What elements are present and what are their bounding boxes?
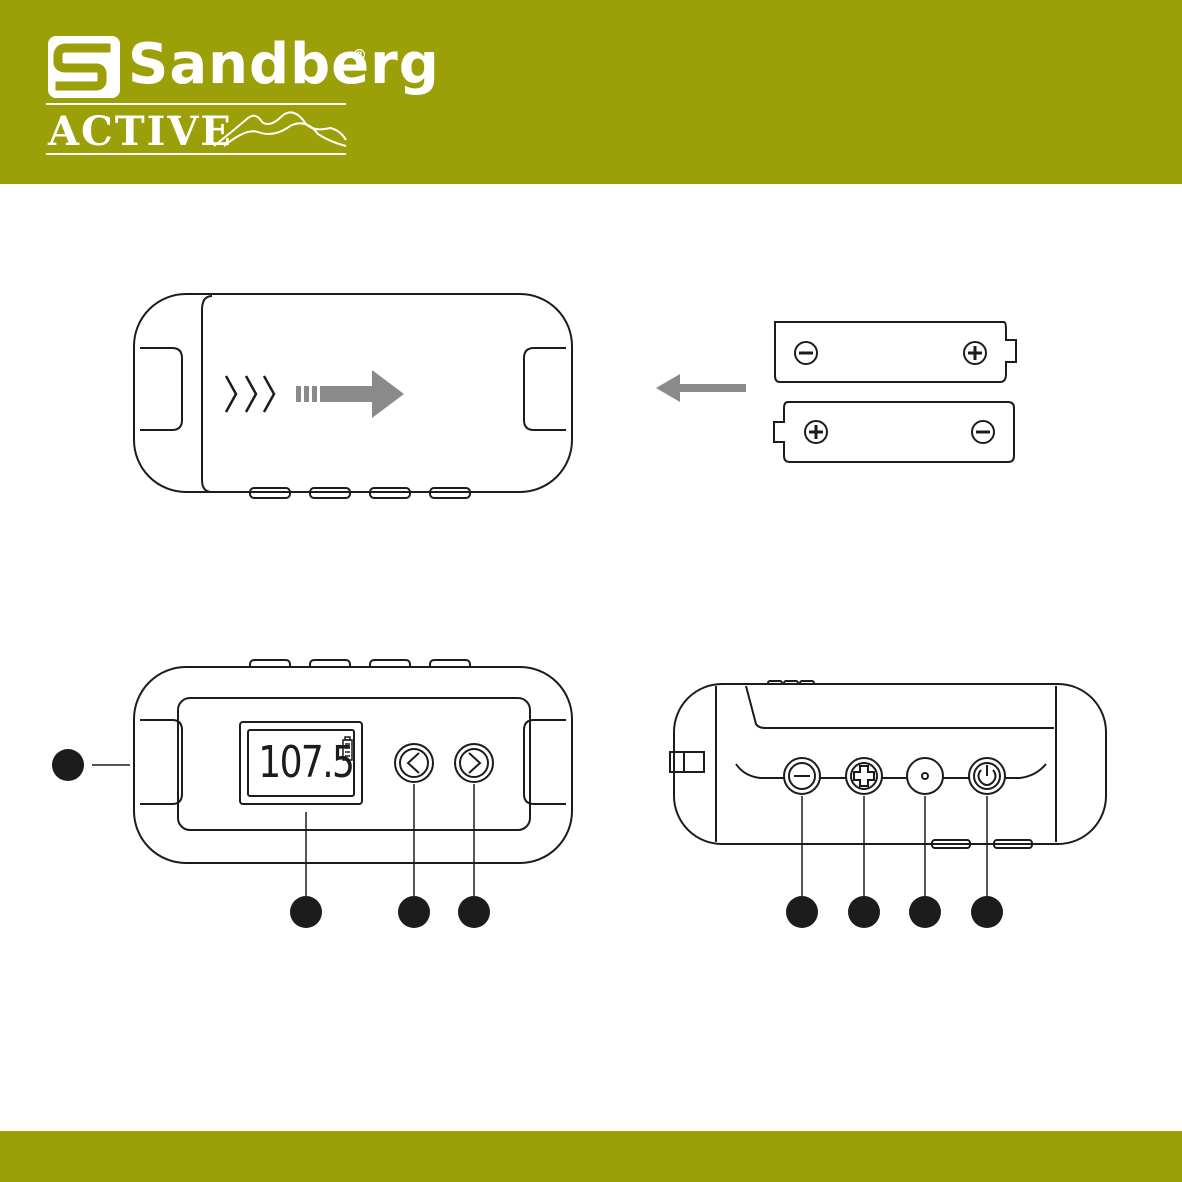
minus-icon (795, 342, 817, 364)
sandberg-s-logo-icon (48, 36, 120, 98)
footer-bar (0, 1131, 1182, 1182)
plus-icon (846, 758, 882, 794)
plus-icon (805, 421, 827, 443)
brand-name: Sandberg (128, 30, 440, 100)
left-arrow-icon (656, 374, 746, 402)
battery-top (775, 322, 1016, 382)
power-icon (969, 758, 1005, 794)
frequency-readout: 107.5 (258, 733, 333, 793)
minus-icon (972, 421, 994, 443)
device-side-view (670, 681, 1106, 848)
sub-brand: ACTIVE (48, 109, 233, 155)
plus-icon (964, 342, 986, 364)
registered-mark: ® (352, 46, 367, 64)
battery-bottom (774, 402, 1014, 462)
minus-icon (784, 758, 820, 794)
dot-icon (907, 758, 943, 794)
